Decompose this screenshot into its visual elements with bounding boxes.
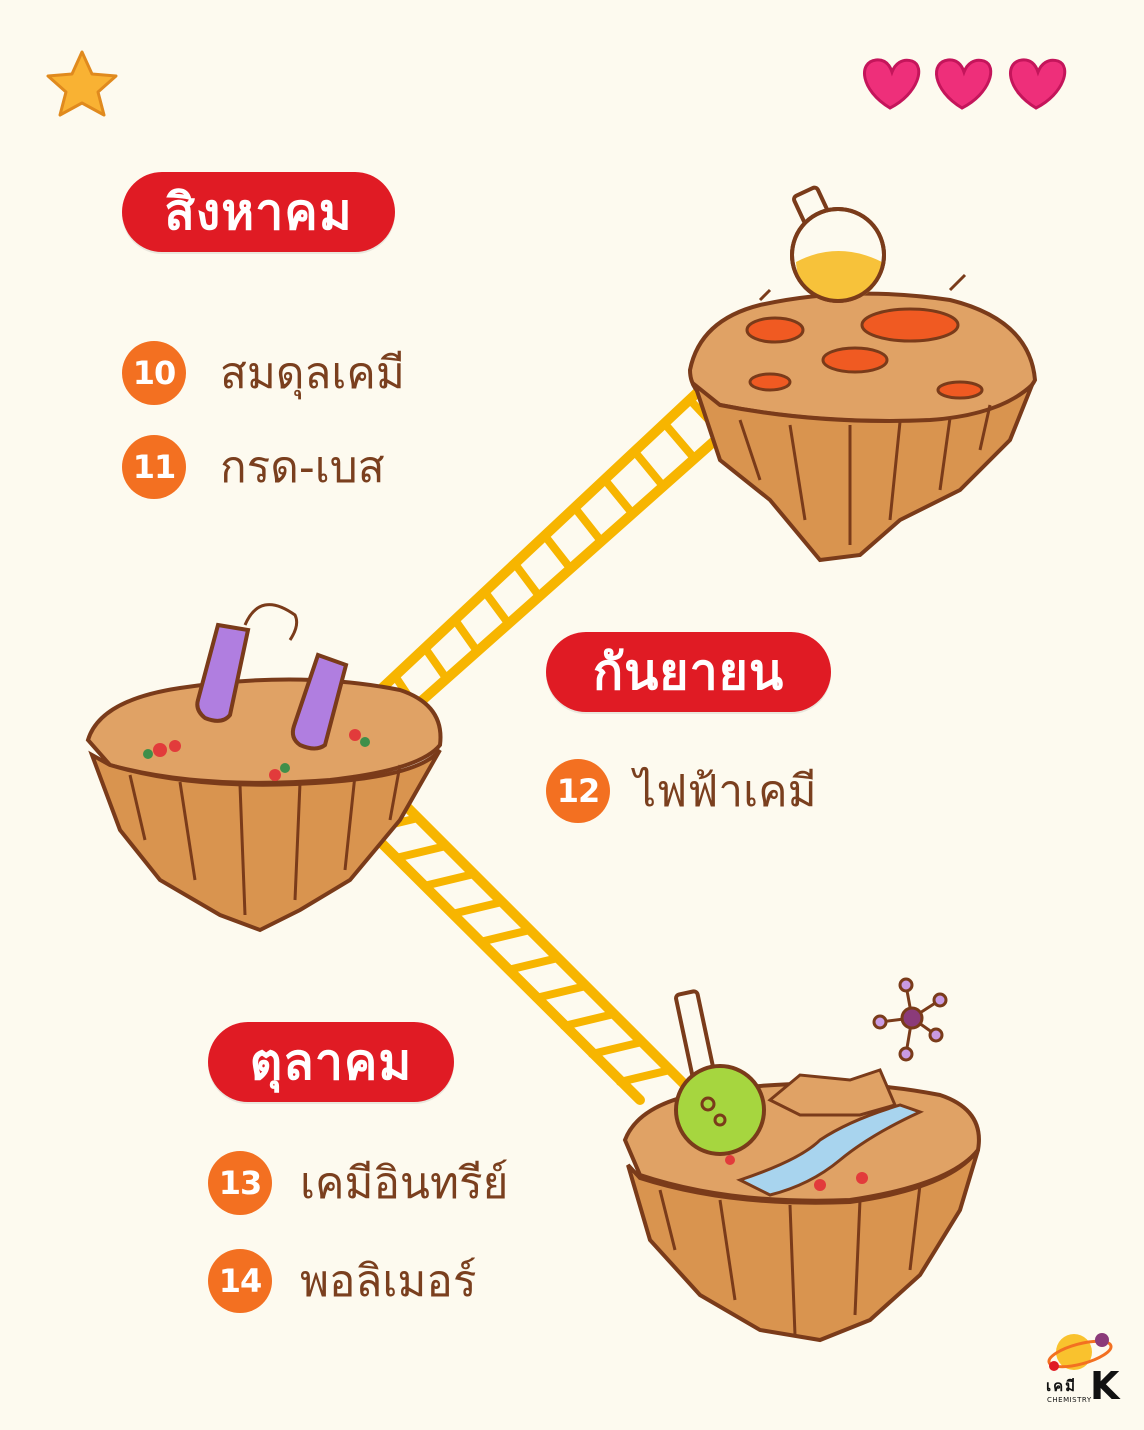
level-label: ไฟฟ้าเคมี	[634, 766, 817, 817]
level-item-11[interactable]: 11 กรด-เบส	[122, 432, 385, 502]
level-number-badge: 13	[208, 1151, 272, 1215]
level-label: สมดุลเคมี	[220, 348, 405, 399]
island-left	[85, 677, 443, 933]
star-icon	[46, 50, 118, 117]
heart-icon	[863, 58, 921, 110]
brand-logo-text: เคมี	[1046, 1377, 1078, 1395]
molecule-icon	[872, 977, 948, 1062]
level-label: พอลิเมอร์	[300, 1256, 477, 1307]
island-bottom-right	[622, 1068, 981, 1343]
month-title-october: ตุลาคม	[208, 1022, 454, 1102]
brand-logo-subtitle: CHEMISTRY	[1047, 1396, 1092, 1404]
level-item-13[interactable]: 13 เคมีอินทรีย์	[208, 1148, 508, 1218]
round-flask-icon	[758, 185, 967, 303]
level-number-badge: 14	[208, 1249, 272, 1313]
level-label: กรด-เบส	[220, 442, 385, 493]
green-flask-icon	[674, 989, 766, 1156]
level-item-10[interactable]: 10 สมดุลเคมี	[122, 338, 405, 408]
level-label: เคมีอินทรีย์	[300, 1158, 509, 1209]
level-number-badge: 10	[122, 341, 186, 405]
test-tubes-icon	[195, 603, 349, 751]
month-title-september: กันยายน	[546, 632, 831, 712]
heart-icon	[1009, 58, 1067, 110]
level-number-badge: 11	[122, 435, 186, 499]
month-title-august: สิงหาคม	[122, 172, 395, 252]
brand-logo-icon	[1047, 1333, 1113, 1371]
level-item-12[interactable]: 12 ไฟฟ้าเคมี	[546, 756, 817, 826]
heart-icon	[935, 58, 993, 110]
level-item-14[interactable]: 14 พอลิเมอร์	[208, 1246, 477, 1316]
brand-logo-letter: K	[1090, 1364, 1120, 1408]
island-top-right	[687, 291, 1038, 563]
level-number-badge: 12	[546, 759, 610, 823]
